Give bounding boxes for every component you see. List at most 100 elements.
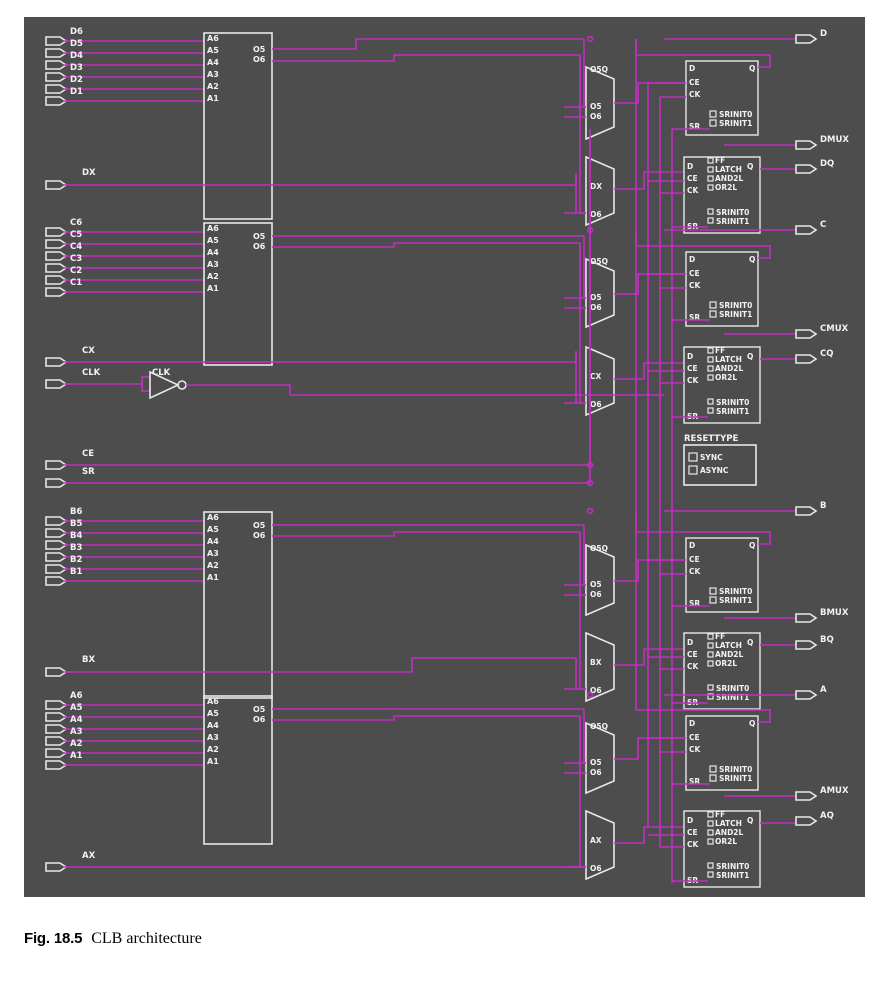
ff-init0-checkbox[interactable] xyxy=(707,398,714,405)
slice-d-lut[interactable]: A6 A5 A4 A3 A2 A1 O5 O6 xyxy=(203,32,584,220)
port-a6[interactable]: A6 xyxy=(45,691,204,710)
port-d1[interactable]: D1 xyxy=(45,87,204,106)
slice-a-lut[interactable]: A6 A5 A4 A3 A2 A1 O5 O6 xyxy=(203,695,584,845)
port-c5[interactable]: C5 xyxy=(45,230,204,249)
ff-init0-checkbox[interactable] xyxy=(707,862,714,869)
ff-init0-checkbox[interactable] xyxy=(709,110,717,118)
slice-b-output-ports[interactable]: B BMUX BQ xyxy=(664,501,849,650)
ff-init1-checkbox[interactable] xyxy=(709,119,717,127)
port-d3[interactable]: D3 xyxy=(45,63,204,82)
output-port-bq[interactable]: BQ xyxy=(795,635,834,650)
ff-init1-checkbox[interactable] xyxy=(709,596,717,604)
schematic-svg[interactable]: D6 D5 D4 D3 xyxy=(24,17,865,897)
output-port-b[interactable]: B xyxy=(664,501,826,516)
slice-c-output-ports[interactable]: C CMUX CQ xyxy=(664,220,849,364)
slice-a-mux-q[interactable]: O5Q O5 O6 xyxy=(564,721,686,795)
port-d4[interactable]: D4 xyxy=(45,51,204,70)
port-c2[interactable]: C2 xyxy=(45,266,204,285)
slice-b-flipflop-bottom[interactable]: D CE CK Q SR FF LATCH AND2L OR2L SRINIT0… xyxy=(683,632,796,710)
slice-a-flipflop-top[interactable]: D CE CK Q SR SRINIT0 SRINIT1 xyxy=(635,695,771,791)
slice-c-lut[interactable]: A6 A5 A4 A3 A2 A1 O5 O6 xyxy=(203,222,584,366)
slice-d-input-ports[interactable]: D6 D5 D4 D3 xyxy=(45,27,204,106)
mode-latch-checkbox[interactable] xyxy=(707,166,714,173)
output-port-c[interactable]: C xyxy=(664,220,826,235)
global-input-sr[interactable]: SR xyxy=(45,467,594,488)
port-b2[interactable]: B2 xyxy=(45,555,204,574)
port-a2[interactable]: A2 xyxy=(45,739,204,758)
output-port-bmux[interactable]: BMUX xyxy=(724,608,849,623)
port-c6[interactable]: C6 xyxy=(45,218,204,237)
mode-or2l-checkbox[interactable] xyxy=(707,838,714,845)
output-port-d[interactable]: D xyxy=(664,29,827,44)
resettype-block[interactable]: RESETTYPE SYNC ASYNC xyxy=(683,434,757,486)
slice-b-mux-x[interactable]: BX O6 xyxy=(564,631,684,703)
mode-and2l-checkbox[interactable] xyxy=(707,829,714,836)
clb-schematic-canvas[interactable]: D6 D5 D4 D3 xyxy=(24,17,865,897)
output-port-a[interactable]: A xyxy=(664,685,827,700)
mode-and2l-checkbox[interactable] xyxy=(707,365,714,372)
ff-init1-checkbox[interactable] xyxy=(709,774,717,782)
output-port-cq[interactable]: CQ xyxy=(795,349,833,364)
port-c3[interactable]: C3 xyxy=(45,254,204,273)
port-c4[interactable]: C4 xyxy=(45,242,204,261)
port-b6[interactable]: B6 xyxy=(45,507,204,526)
output-port-amux[interactable]: AMUX xyxy=(724,786,849,801)
output-port-dmux[interactable]: DMUX xyxy=(724,135,849,150)
port-a4[interactable]: A4 xyxy=(45,715,204,734)
mode-ff-checkbox[interactable] xyxy=(707,811,714,818)
port-c1[interactable]: C1 xyxy=(45,278,204,297)
slice-c-flipflop-top[interactable]: D CE CK Q SR SRINIT0 SRINIT1 xyxy=(635,230,771,327)
mode-and2l-checkbox[interactable] xyxy=(707,651,714,658)
slice-a-mux-x[interactable]: AX O6 xyxy=(564,809,684,881)
mode-and2l-checkbox[interactable] xyxy=(707,175,714,182)
ff-init0-checkbox[interactable] xyxy=(709,301,717,309)
port-b1[interactable]: B1 xyxy=(45,567,204,586)
port-b4[interactable]: B4 xyxy=(45,531,204,550)
global-input-ax[interactable]: AX xyxy=(45,851,576,872)
output-port-dq[interactable]: DQ xyxy=(795,159,834,174)
ff-init1-checkbox[interactable] xyxy=(707,407,714,414)
slice-d-flipflop-bottom[interactable]: D CE CK Q SR FF LATCH AND2L OR2L SRINIT0… xyxy=(683,156,796,234)
global-input-clk[interactable]: CLK xyxy=(45,368,142,389)
ff-init0-checkbox[interactable] xyxy=(709,587,717,595)
port-d2[interactable]: D2 xyxy=(45,75,204,94)
slice-a-flipflop-bottom[interactable]: D CE CK Q SR FF LATCH AND2L OR2L SRINIT0… xyxy=(683,810,796,888)
slice-d-bypass-port[interactable]: DX xyxy=(45,168,577,190)
port-a1[interactable]: A1 xyxy=(45,751,204,770)
slice-b-mux-q[interactable]: O5Q O5 O6 xyxy=(564,543,686,617)
mode-latch-checkbox[interactable] xyxy=(707,356,714,363)
port-d6[interactable]: D6 xyxy=(45,27,204,46)
slice-b-lut[interactable]: A6 A5 A4 A3 A2 A1 O5 O6 xyxy=(203,511,584,699)
mode-ff-checkbox[interactable] xyxy=(707,347,714,354)
slice-a-input-ports[interactable]: A6 A5 A4 A3 xyxy=(45,691,204,770)
mode-or2l-checkbox[interactable] xyxy=(707,660,714,667)
output-port-aq[interactable]: AQ xyxy=(795,811,834,826)
resettype-async-checkbox[interactable] xyxy=(688,465,698,475)
clock-buffer[interactable]: CLK xyxy=(141,368,664,400)
slice-b-input-ports[interactable]: B6 B5 B4 B3 xyxy=(45,507,204,586)
port-b5[interactable]: B5 xyxy=(45,519,204,538)
ff-init1-checkbox[interactable] xyxy=(707,217,714,224)
slice-c-mux-x[interactable]: CX O6 xyxy=(564,345,684,417)
slice-b-bypass-port[interactable]: BX xyxy=(45,655,576,677)
slice-c-input-ports[interactable]: C6 C5 C4 C3 xyxy=(45,218,204,297)
port-a3[interactable]: A3 xyxy=(45,727,204,746)
output-port-cmux[interactable]: CMUX xyxy=(724,324,849,339)
global-input-ce[interactable]: CE xyxy=(45,449,594,470)
ff-init1-checkbox[interactable] xyxy=(707,871,714,878)
mode-latch-checkbox[interactable] xyxy=(707,642,714,649)
ff-init0-checkbox[interactable] xyxy=(709,765,717,773)
slice-d-mux-x[interactable]: DX O6 xyxy=(564,155,684,227)
ff-init1-checkbox[interactable] xyxy=(709,310,717,318)
slice-d-mux-q[interactable]: O5Q O5 O6 xyxy=(564,65,686,141)
mode-ff-checkbox[interactable] xyxy=(707,633,714,640)
resettype-sync-checkbox[interactable] xyxy=(688,452,698,462)
ff-init0-checkbox[interactable] xyxy=(707,208,714,215)
mode-or2l-checkbox[interactable] xyxy=(707,184,714,191)
slice-b-flipflop-top[interactable]: D CE CK Q SR SRINIT0 SRINIT1 xyxy=(635,511,771,613)
slice-c-mux-q[interactable]: O5Q O5 O6 xyxy=(564,257,686,329)
slice-d-output-ports[interactable]: D DMUX DQ xyxy=(664,29,849,174)
global-input-cx[interactable]: CX xyxy=(45,346,577,367)
slice-c-flipflop-bottom[interactable]: D CE CK Q SR FF LATCH AND2L OR2L SRINIT0… xyxy=(683,346,796,424)
port-d5[interactable]: D5 xyxy=(45,39,204,58)
